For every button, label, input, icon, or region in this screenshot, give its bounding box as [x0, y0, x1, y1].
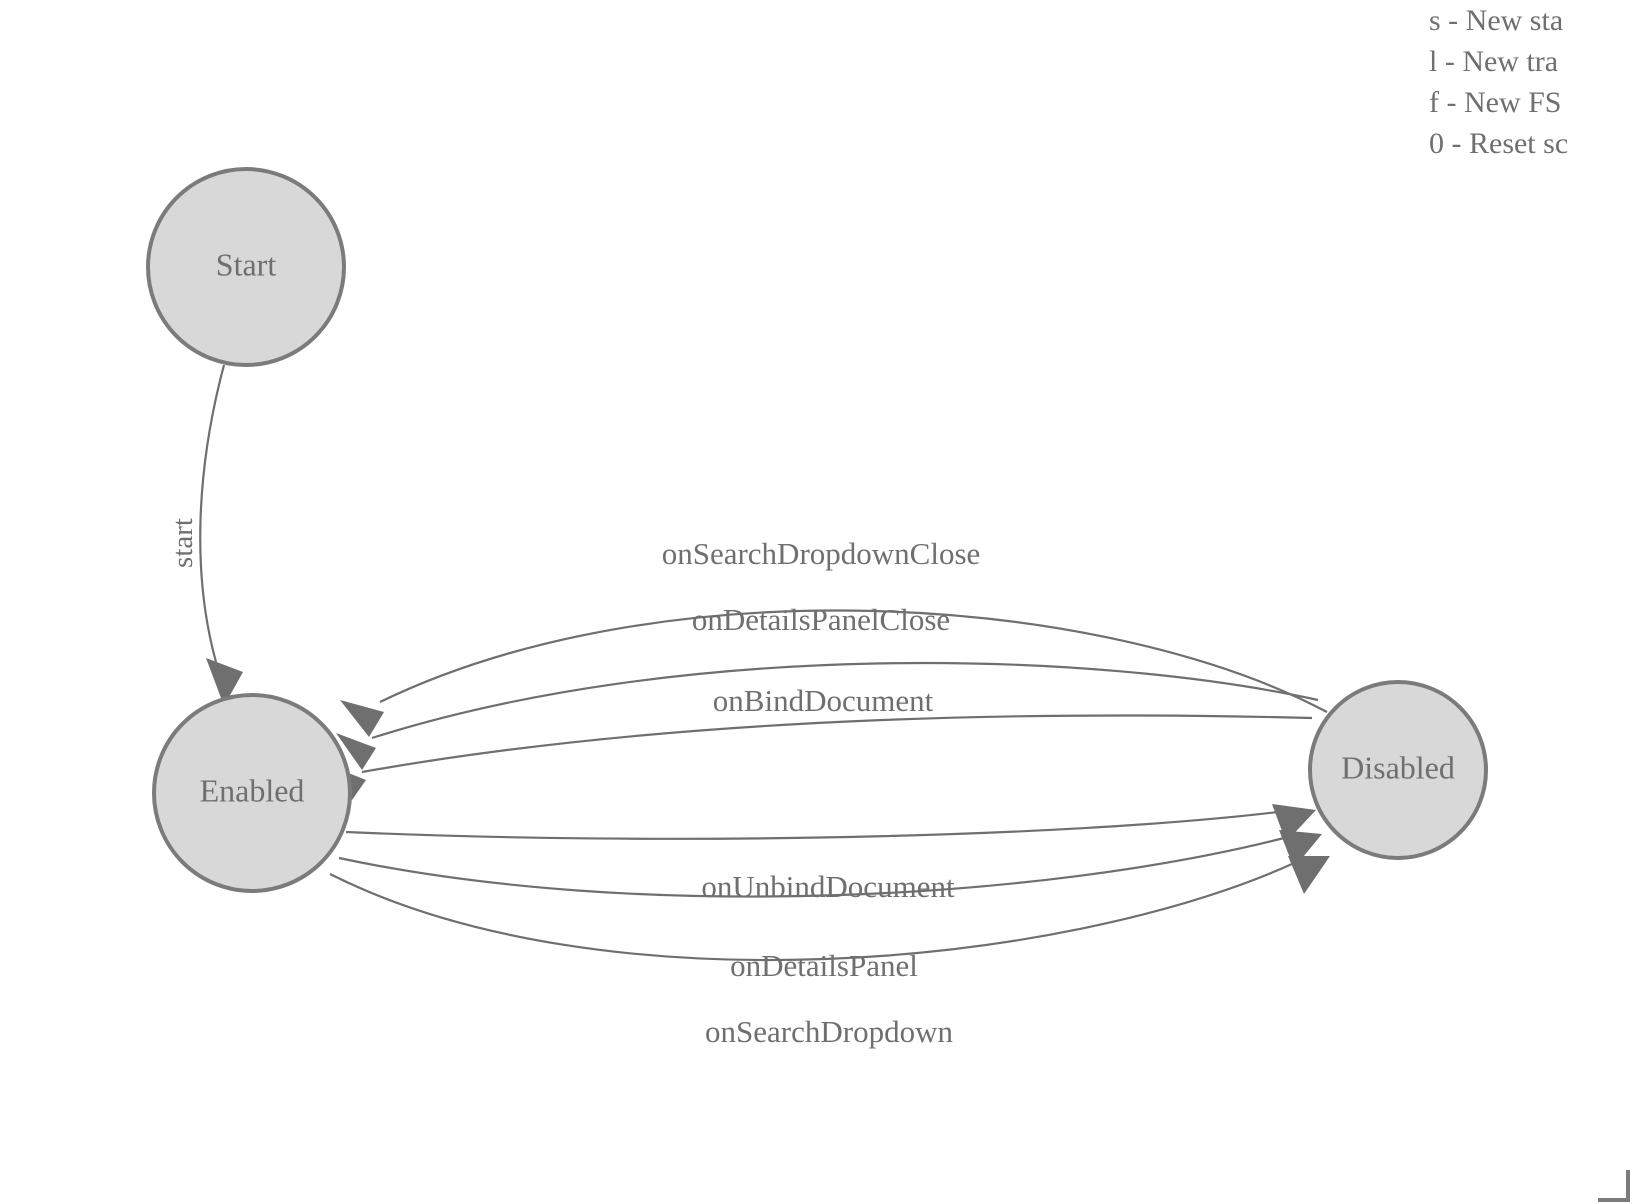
- edge-enabled-to-disabled-ondetailspanel[interactable]: [338, 830, 1322, 898]
- keyboard-shortcuts-legend: s - New sta l - New tra f - New FS 0 - R…: [1429, 0, 1632, 164]
- node-start[interactable]: Start: [146, 167, 346, 367]
- edge-label-ondetailspanelclose: onDetailsPanelClose: [692, 602, 950, 637]
- edge-enabled-to-disabled-onunbinddocument[interactable]: [345, 804, 1316, 842]
- edge-path-ondetailspanel: [338, 836, 1285, 898]
- legend-line-new-fsm: f - New FS: [1429, 86, 1562, 119]
- edge-path-onbinddocument: [361, 714, 1313, 774]
- edge-path-onunbinddocument: [345, 810, 1279, 840]
- corner-resize-handle-horizontal[interactable]: [1598, 1198, 1626, 1202]
- legend-line-new-state: s - New sta: [1429, 4, 1564, 37]
- node-disabled-circle: [1308, 680, 1488, 860]
- edge-label-onbinddocument: onBindDocument: [713, 683, 934, 718]
- node-enabled[interactable]: Enabled: [152, 693, 352, 893]
- edge-path-ondetailspanelclose: [371, 661, 1319, 740]
- edge-label-start: start: [167, 518, 199, 568]
- edge-path-onsearchdropdown: [329, 862, 1293, 962]
- edge-label-onsearchdropdownclose: onSearchDropdownClose: [662, 536, 981, 571]
- node-disabled[interactable]: Disabled: [1308, 680, 1488, 860]
- edge-start-to-enabled[interactable]: [199, 364, 243, 706]
- edge-path-onsearchdropdownclose: [379, 609, 1328, 713]
- node-enabled-label: Enabled: [200, 772, 305, 808]
- corner-resize-handle-vertical[interactable]: [1626, 1170, 1630, 1202]
- legend-line-reset: 0 - Reset sc: [1429, 127, 1569, 160]
- edge-enabled-to-disabled-onsearchdropdown[interactable]: [329, 856, 1330, 962]
- node-enabled-circle: [152, 693, 352, 893]
- edge-disabled-to-enabled-onbinddocument[interactable]: [331, 714, 1313, 800]
- node-start-circle: [146, 167, 346, 367]
- edge-label-onunbinddocument: onUnbindDocument: [701, 869, 955, 904]
- edge-arrowhead-onsearchdropdown: [1288, 856, 1330, 894]
- edge-label-onsearchdropdown: onSearchDropdown: [705, 1014, 953, 1049]
- legend-line-new-transition: l - New tra: [1429, 45, 1559, 78]
- edge-arrowhead-ondetailspanelclose: [336, 733, 376, 770]
- edge-disabled-to-enabled-ondetailspanelclose[interactable]: [336, 661, 1319, 770]
- edge-disabled-to-enabled-onsearchdropdownclose[interactable]: [340, 609, 1328, 737]
- node-disabled-label: Disabled: [1341, 749, 1455, 785]
- edge-arrowhead-onsearchdropdownclose: [340, 700, 384, 737]
- node-start-label: Start: [216, 246, 277, 282]
- edge-arrowhead-ondetailspanel: [1279, 830, 1322, 868]
- edge-label-ondetailspanel: onDetailsPanel: [730, 948, 918, 983]
- edge-arrowhead-start: [206, 658, 243, 706]
- edge-path-start: [199, 364, 226, 663]
